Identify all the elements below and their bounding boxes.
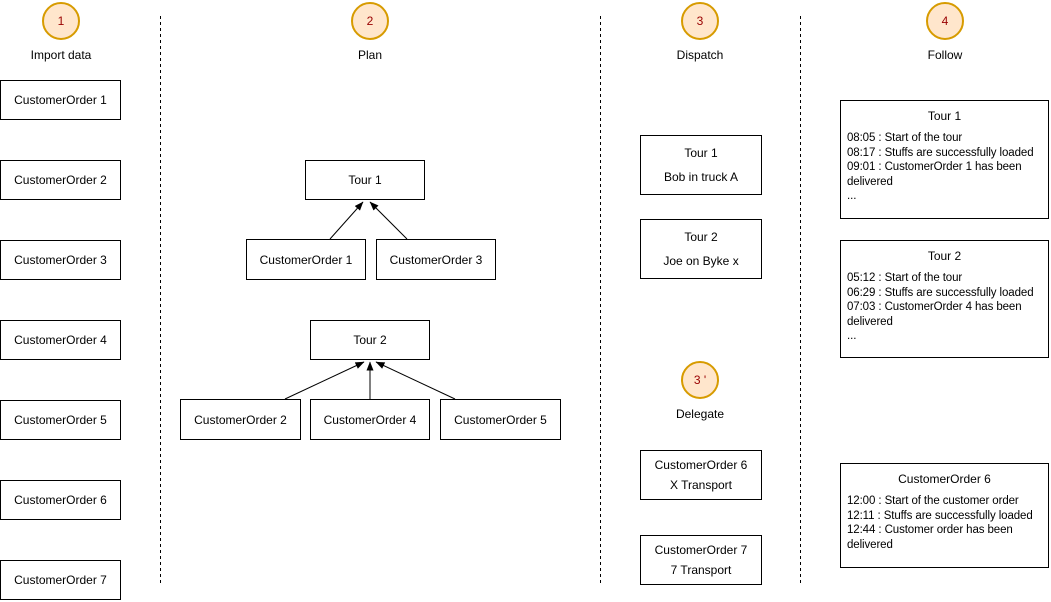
dispatch-tour-1-title: Tour 1 [684,146,718,160]
delegate-order-6-detail: X Transport [669,478,733,493]
follow-order-6-title: CustomerOrder 6 [898,472,991,486]
delegate-order-7-title: CustomerOrder 7 [654,542,748,557]
log-line: ... [847,330,857,343]
connector-order5-tour2 [375,361,456,400]
plan-order-box-1[interactable]: CustomerOrder 1 [246,239,366,280]
plan-order-box-3[interactable]: CustomerOrder 3 [376,239,496,280]
plan-order-box-2[interactable]: CustomerOrder 2 [180,399,301,440]
follow-tour-1-log: 08:05 : Start of the tour 08:17 : Stuffs… [847,131,1046,204]
delegate-order-6-title: CustomerOrder 6 [654,457,748,472]
connector-order2-tour2 [284,361,365,400]
import-order-box-7[interactable]: CustomerOrder 7 [0,560,121,600]
plan-order-box-4[interactable]: CustomerOrder 4 [310,399,430,440]
phase-4-number: 4 [941,14,949,28]
log-line: 05:12 : Start of the tour [847,272,963,284]
import-order-box-2[interactable]: CustomerOrder 2 [0,160,121,200]
import-order-box-5[interactable]: CustomerOrder 5 [0,400,121,440]
log-line: 07:03 : CustomerOrder 4 has been deliver… [847,301,1022,328]
follow-tour-2-box[interactable]: Tour 2 05:12 : Start of the tour 06:29 :… [840,240,1049,358]
follow-order-6-box[interactable]: CustomerOrder 6 12:00 : Start of the cus… [840,463,1049,568]
connector-order1-tour1 [329,201,364,240]
log-line: 08:05 : Start of the tour [847,132,963,144]
plan-tour-1-box[interactable]: Tour 1 [305,160,425,200]
import-order-box-1[interactable]: CustomerOrder 1 [0,80,121,120]
follow-tour-2-title: Tour 2 [927,249,962,263]
phase-3prime-badge[interactable]: 3 ' [681,361,719,399]
delegate-order-7-box[interactable]: CustomerOrder 7 7 Transport [640,535,762,585]
phase-1-badge[interactable]: 1 [42,2,80,40]
follow-tour-1-title: Tour 1 [927,109,962,123]
phase-4-label: Follow [927,48,963,62]
phase-3-badge[interactable]: 3 [681,2,719,40]
dispatch-tour-2-box[interactable]: Tour 2 Joe on Byke x [640,219,762,279]
follow-order-6-log: 12:00 : Start of the customer order 12:1… [847,494,1046,552]
dispatch-tour-1-box[interactable]: Tour 1 Bob in truck A [640,135,762,195]
log-line: 12:00 : Start of the customer order [847,495,1019,507]
log-line: 06:29 : Stuffs are successfully loaded [847,286,1034,299]
log-line: 12:11 : Stuffs are successfully loaded [847,509,1033,522]
phase-1-label: Import data [30,48,92,62]
follow-tour-2-log: 05:12 : Start of the tour 06:29 : Stuffs… [847,271,1046,344]
import-order-box-6[interactable]: CustomerOrder 6 [0,480,121,520]
delegate-order-6-box[interactable]: CustomerOrder 6 X Transport [640,450,762,500]
dispatch-tour-1-detail: Bob in truck A [663,170,739,184]
phase-2-number: 2 [366,14,374,28]
phase-2-badge[interactable]: 2 [351,2,389,40]
connector-order3-tour1 [369,201,408,240]
follow-tour-1-box[interactable]: Tour 1 08:05 : Start of the tour 08:17 :… [840,100,1049,219]
import-order-box-3[interactable]: CustomerOrder 3 [0,240,121,280]
delegate-order-7-detail: 7 Transport [670,563,732,578]
plan-tour-2-box[interactable]: Tour 2 [310,320,430,360]
log-line: 12:44 : Customer order has been delivere… [847,524,1013,551]
log-line: 08:17 : Stuffs are successfully loaded [847,146,1034,159]
phase-3prime-number: 3 ' [693,373,707,387]
phase-3-label: Dispatch [676,48,724,62]
phase-3-number: 3 [696,14,704,28]
phase-4-badge[interactable]: 4 [926,2,964,40]
dispatch-tour-2-detail: Joe on Byke x [663,254,739,268]
dispatch-tour-2-title: Tour 2 [684,230,718,244]
log-line: 09:01 : CustomerOrder 1 has been deliver… [847,161,1022,188]
log-line: ... [847,190,857,203]
phase-1-number: 1 [57,14,65,28]
phase-2-label: Plan [357,48,383,62]
phase-3prime-label: Delegate [675,407,725,421]
plan-order-box-5[interactable]: CustomerOrder 5 [440,399,561,440]
import-order-box-4[interactable]: CustomerOrder 4 [0,320,121,360]
